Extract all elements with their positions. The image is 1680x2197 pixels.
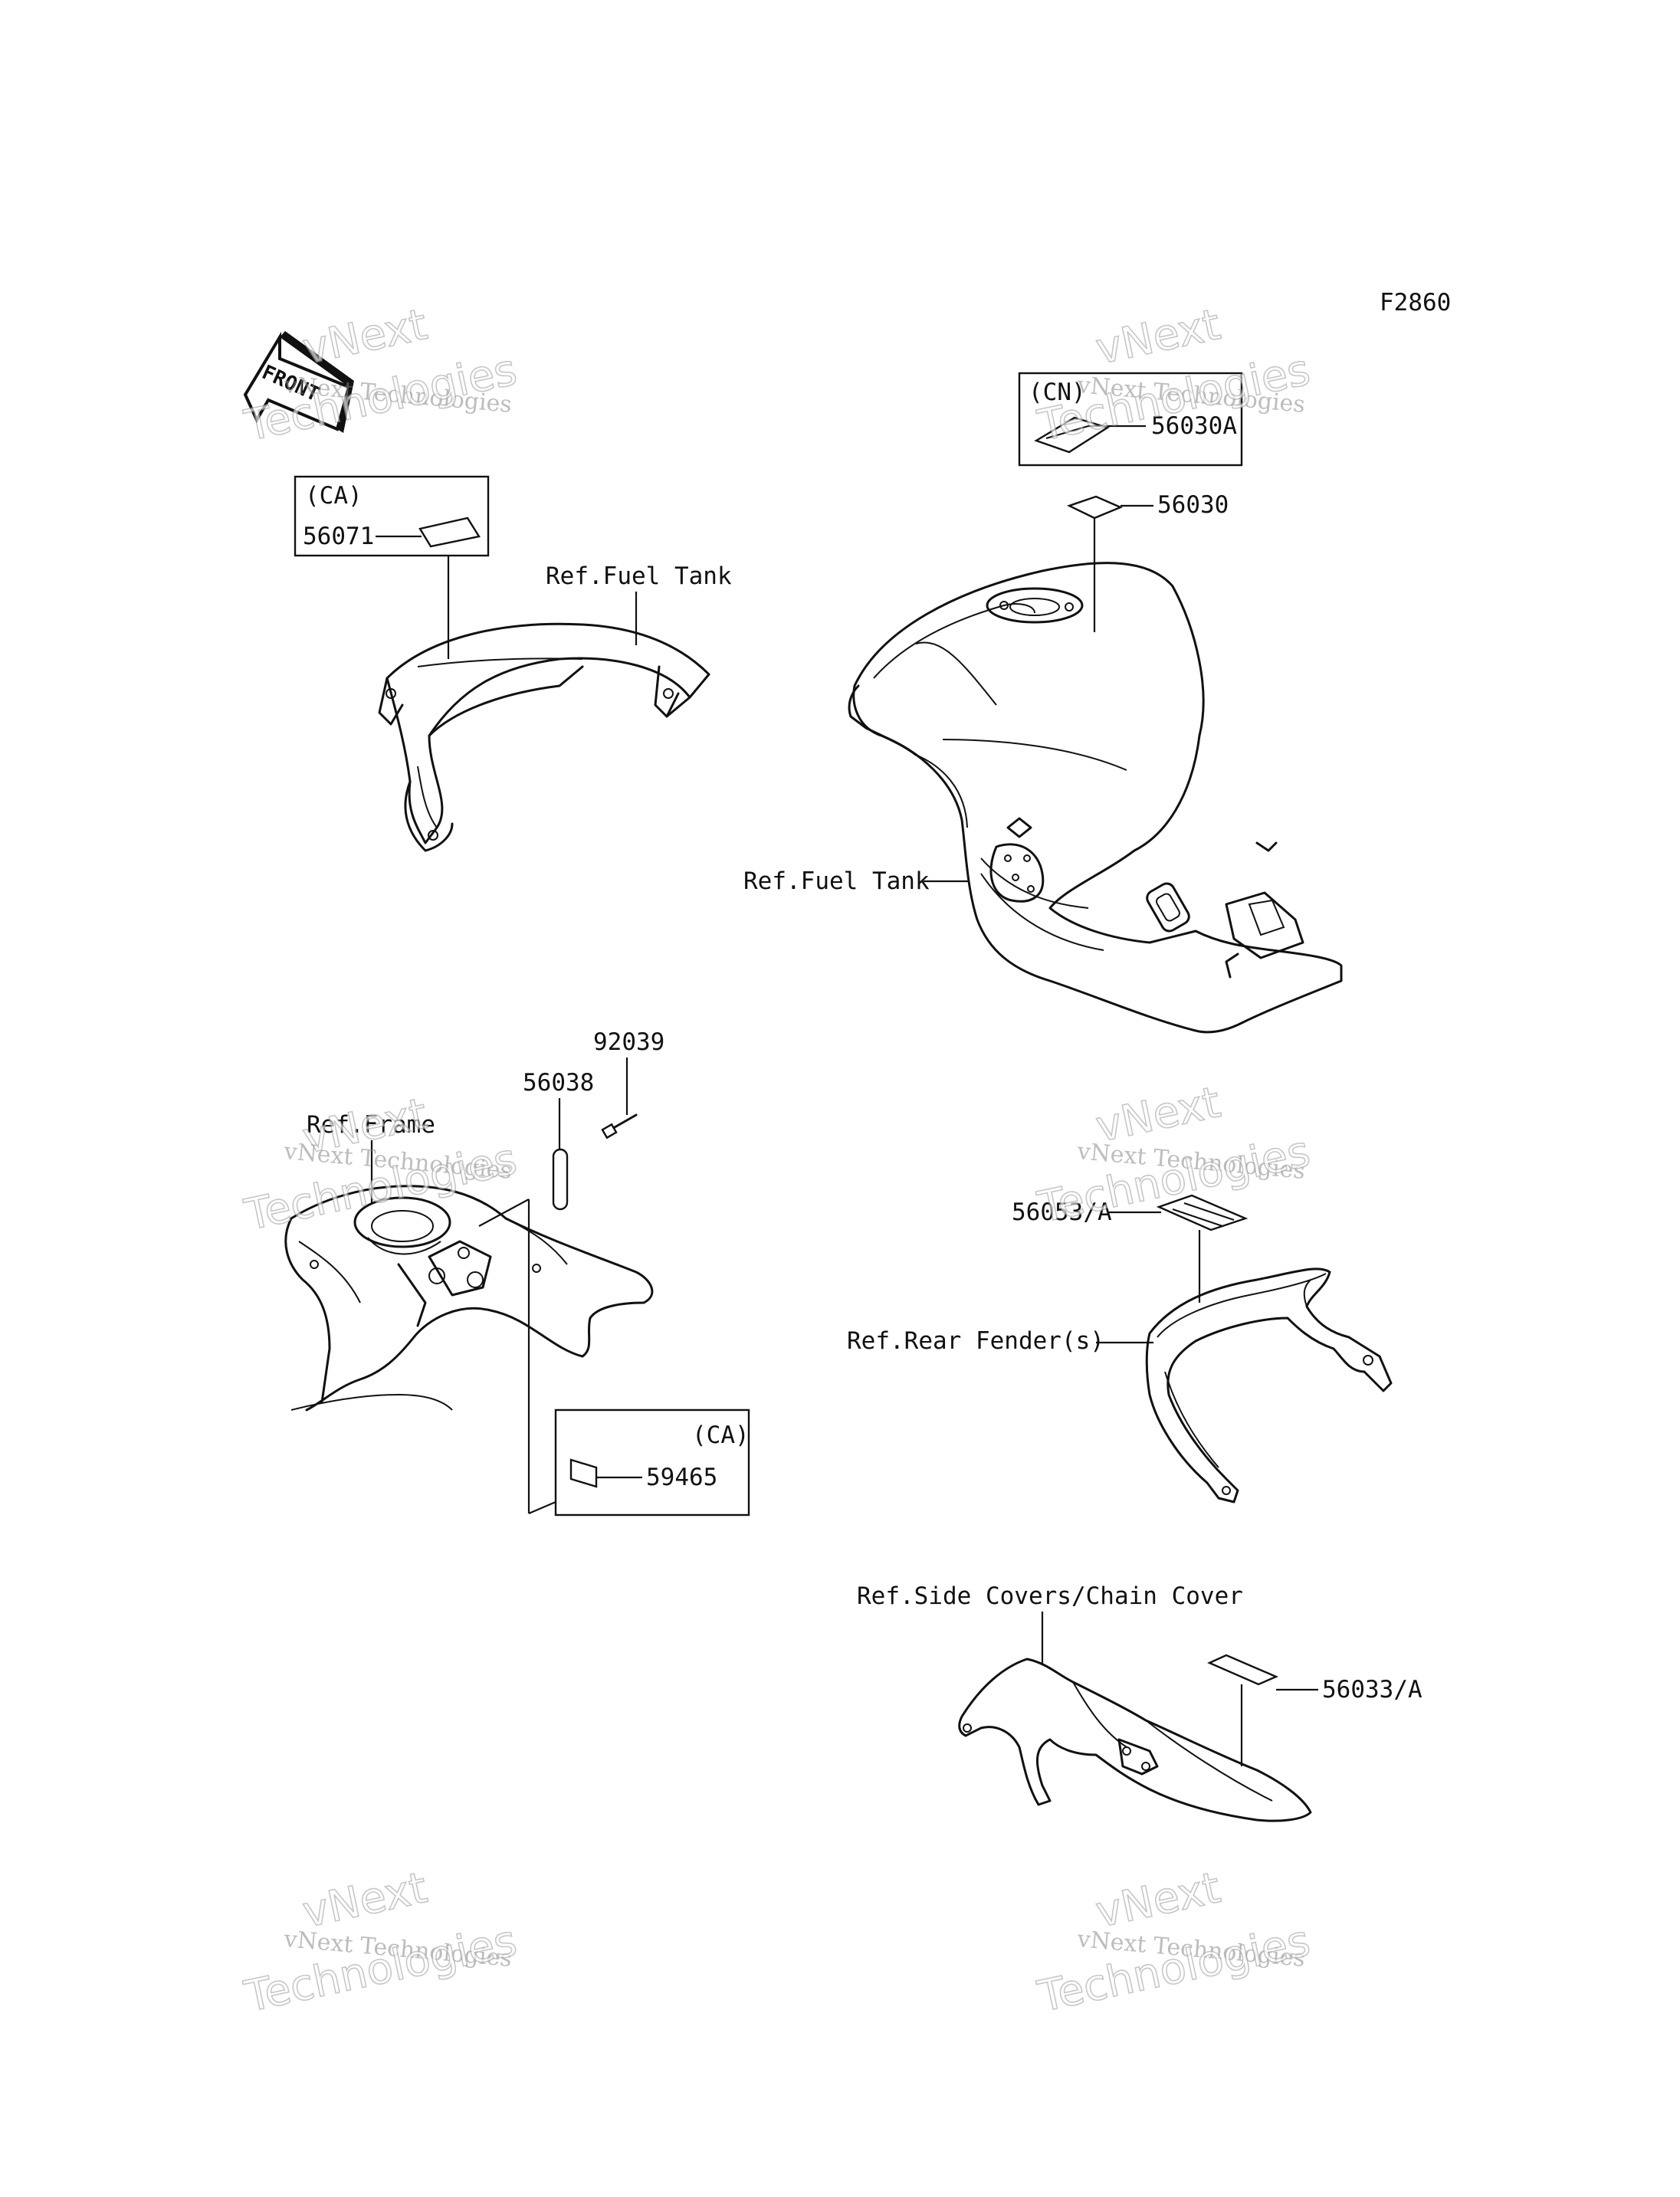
rivet-92039-icon bbox=[601, 1113, 638, 1139]
cn-label-box: (CN) 56030A bbox=[1018, 372, 1243, 467]
part-56030a: 56030A bbox=[1151, 412, 1237, 440]
part-56038: 56038 bbox=[523, 1069, 594, 1097]
watermark-bottom-right: vNext vNext Technologies Technologies bbox=[1033, 1862, 1315, 2022]
fuel-tank-part bbox=[848, 562, 1343, 1034]
svg-text:vNext: vNext bbox=[1091, 300, 1225, 375]
ref-rear-fender: Ref.Rear Fender(s) bbox=[847, 1327, 1104, 1355]
watermark-mid-left: vNext vNext Technologies Technologies bbox=[240, 1088, 522, 1241]
part-56053a: 56053/A bbox=[1012, 1199, 1112, 1226]
label-sticker-59465-icon bbox=[569, 1458, 598, 1488]
part-56033a: 56033/A bbox=[1322, 1676, 1422, 1703]
rear-fender-part bbox=[1145, 1267, 1393, 1503]
part-56071: 56071 bbox=[303, 523, 374, 550]
svg-text:Technologies: Technologies bbox=[240, 1916, 520, 2022]
ca-label-box-1: (CA) 56071 bbox=[294, 475, 490, 557]
svg-text:vNext: vNext bbox=[298, 300, 431, 375]
ca-label-box-2: (CA) 59465 bbox=[554, 1408, 750, 1517]
figure-code: F2860 bbox=[1380, 289, 1451, 316]
svg-text:Technologies: Technologies bbox=[1033, 1126, 1314, 1233]
part-92039: 92039 bbox=[593, 1028, 664, 1056]
region-ca-1: (CA) bbox=[305, 482, 363, 510]
label-sticker-56071-icon bbox=[418, 516, 481, 548]
svg-text:vNext: vNext bbox=[298, 1863, 431, 1938]
label-sticker-56038-icon bbox=[552, 1148, 569, 1211]
part-56030: 56030 bbox=[1157, 491, 1229, 519]
label-sticker-56030-icon bbox=[1066, 495, 1124, 520]
ref-fuel-tank-2: Ref.Fuel Tank bbox=[743, 867, 930, 895]
ref-side-covers: Ref.Side Covers/Chain Cover bbox=[857, 1582, 1243, 1610]
svg-text:Technologies: Technologies bbox=[1033, 1916, 1314, 2022]
chain-cover-part bbox=[958, 1658, 1312, 1822]
region-ca-2: (CA) bbox=[692, 1421, 750, 1449]
ref-fuel-tank-1: Ref.Fuel Tank bbox=[546, 562, 732, 590]
label-sticker-56053a-icon bbox=[1156, 1194, 1249, 1231]
region-cn: (CN) bbox=[1029, 379, 1086, 406]
label-sticker-56033a-icon bbox=[1207, 1654, 1279, 1686]
watermark-bottom-left: vNext vNext Technologies Technologies bbox=[240, 1862, 522, 2022]
seat-cowl-part bbox=[378, 622, 710, 852]
ref-frame: Ref.Frame bbox=[307, 1111, 435, 1139]
frame-head-part bbox=[284, 1185, 654, 1412]
part-59465: 59465 bbox=[646, 1464, 717, 1491]
svg-text:vNext: vNext bbox=[1091, 1863, 1225, 1938]
